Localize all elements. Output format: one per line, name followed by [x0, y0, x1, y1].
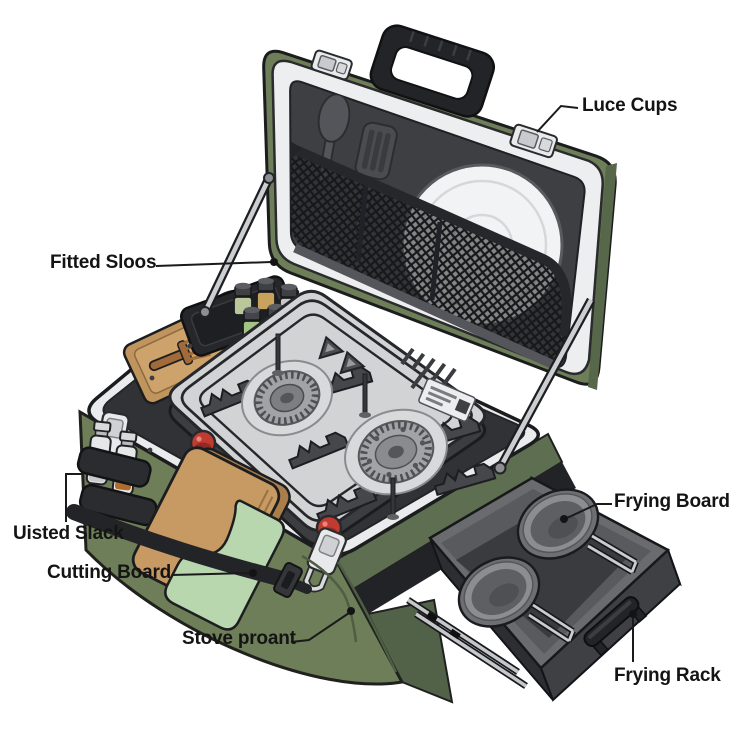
leader-uisted-slack — [65, 473, 83, 522]
mesh-band-anchor — [290, 140, 302, 160]
dot-fitted-sloos — [270, 258, 278, 266]
leader-stove-proant — [290, 612, 350, 643]
board-strap — [66, 504, 298, 589]
lid-shell-side-shade — [588, 163, 617, 390]
mesh-elastic-band — [290, 143, 572, 337]
front-panel-inset-line — [301, 554, 398, 673]
dot-frying-rack — [629, 610, 637, 618]
burner-right — [344, 408, 448, 496]
mesh-pocket — [291, 150, 569, 366]
front-latch — [302, 527, 348, 593]
lid-support-rods — [199, 172, 595, 475]
callout-dots — [249, 258, 637, 618]
label-fitted-sloos: Fitted Sloos — [50, 252, 157, 273]
warning-triangle-icons — [318, 335, 366, 375]
lid-latch-left — [310, 49, 353, 81]
label-luce-cups: Luce Cups — [582, 95, 678, 116]
dot-frying-board — [560, 515, 568, 523]
pot-back — [516, 488, 639, 575]
handle-grip-ridges — [409, 30, 472, 61]
callout-leaders — [65, 104, 634, 662]
burner-left — [240, 359, 334, 437]
carry-handle — [369, 24, 496, 118]
label-frying-rack: Frying Rack — [614, 665, 721, 686]
lid — [262, 24, 617, 390]
label-uisted-slack: Uisted Slack — [13, 523, 124, 544]
strap-buckle — [273, 562, 303, 598]
rack-band-upper — [76, 446, 152, 488]
leader-fitted-sloos — [155, 261, 272, 267]
label-stove-proant: Stove proant — [182, 628, 296, 649]
base-case — [66, 275, 576, 704]
cutting-board-assembly — [66, 446, 312, 631]
drawer — [406, 475, 682, 702]
lid-contents — [290, 93, 572, 366]
mesh-seam — [355, 185, 443, 301]
spec-label-sticker — [418, 378, 476, 422]
dot-cutting-board — [249, 569, 257, 577]
leader-luce-cups — [536, 104, 579, 133]
pot-handle — [528, 603, 575, 643]
drawer-handle — [583, 596, 648, 657]
pot-handle — [587, 534, 638, 574]
burner-bolts — [366, 426, 426, 478]
drawer-slide-rails — [406, 597, 528, 689]
label-cutting-board: Cutting Board — [47, 562, 172, 583]
lid-bottom-lip — [293, 243, 558, 371]
leader-cutting-board — [171, 572, 250, 576]
label-frying-board: Frying Board — [614, 491, 730, 512]
dot-stove-proant — [347, 607, 355, 615]
spice-jar — [233, 282, 253, 316]
leader-frying-board — [566, 503, 612, 519]
igniter-pins — [272, 333, 399, 520]
pot-front — [457, 556, 576, 644]
bottle-rack — [76, 420, 158, 527]
